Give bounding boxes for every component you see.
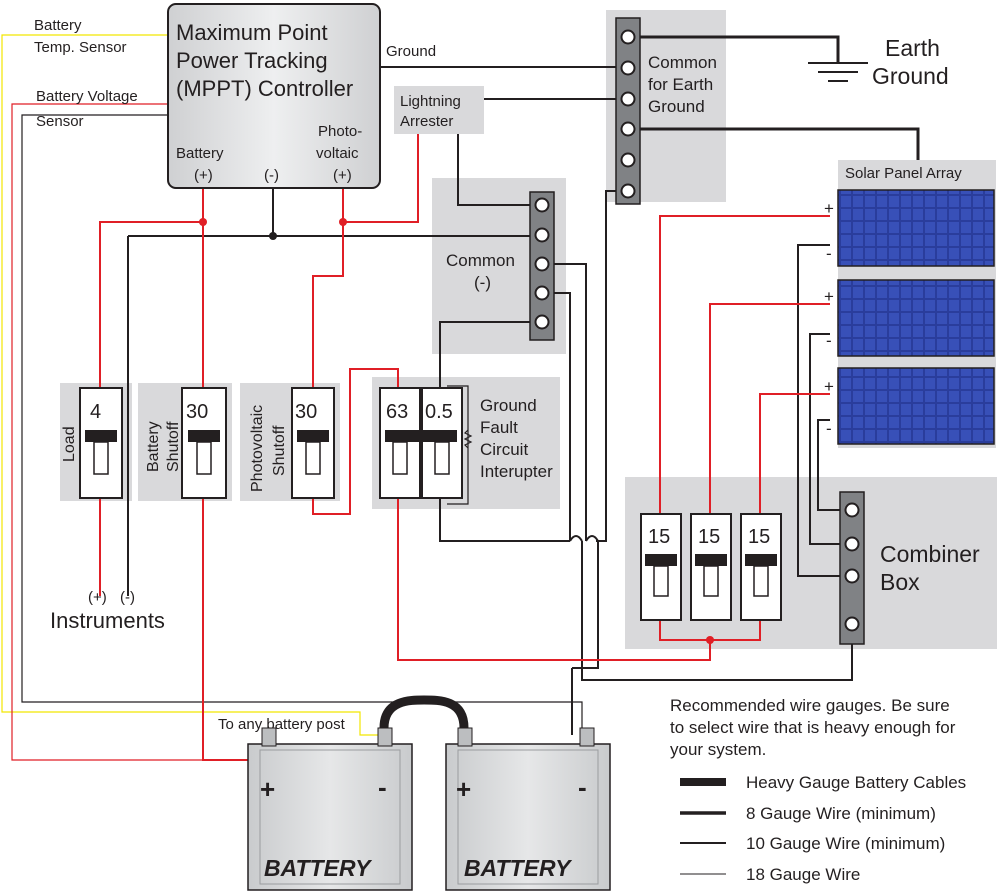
combiner-breaker-2-rating: 15 [698, 526, 720, 548]
legend-item-10-gauge: 10 Gauge Wire (minimum) [746, 834, 945, 853]
panel-2-plus: + [824, 287, 834, 306]
red-wires [99, 134, 830, 761]
instruments-plus: (+) [88, 589, 107, 606]
panel-1-minus: - [826, 244, 832, 263]
combiner-breaker-1-rating: 15 [648, 526, 670, 548]
battery-left-plus: + [260, 774, 275, 804]
negative-common-bus: Common (-) [446, 191, 555, 341]
battery-right-label: BATTERY [464, 855, 573, 881]
gfci-label-2: Fault [480, 418, 518, 437]
gfci-main-rating: 63 [386, 401, 408, 423]
mppt-controller: Maximum Point Power Tracking (MPPT) Cont… [167, 3, 381, 189]
load-breaker-rating: 4 [90, 401, 101, 423]
combiner-breakers: 15 15 15 [640, 513, 782, 621]
earth-ground-label-2: Ground [872, 63, 949, 89]
combiner-box-label-1: Combiner [880, 541, 980, 567]
instruments-label: Instruments [50, 608, 165, 633]
panel-2-minus: - [826, 331, 832, 350]
solar-panel-array: Solar Panel Array + - + - + - [824, 165, 995, 445]
combiner-box-label-2: Box [880, 569, 920, 595]
pv-shutoff-rating: 30 [295, 401, 317, 423]
voltage-sensor-label-2: Sensor [36, 113, 84, 130]
battery-right-minus: - [578, 772, 587, 802]
battery-left-label: BATTERY [264, 855, 373, 881]
gfci-label-3: Circuit [480, 440, 528, 459]
gfci-small-rating: 0.5 [425, 401, 453, 423]
legend-note-3: your system. [670, 740, 766, 759]
legend-item-8-gauge: 8 Gauge Wire (minimum) [746, 804, 936, 823]
mppt-pv-line-2: voltaic [316, 145, 359, 162]
ground-wire-label: Ground [386, 43, 436, 60]
junction-dots [199, 218, 714, 644]
earth-common-label-3: Ground [648, 97, 705, 116]
mppt-title-line-2: Power Tracking [176, 48, 328, 73]
battery-left: + - BATTERY [247, 727, 413, 891]
panel-3-minus: - [826, 419, 832, 438]
negative-common-label-2: (-) [474, 273, 491, 292]
battery-shutoff-breaker: 30 Battery Shutoff [145, 387, 227, 499]
panel-1-plus: + [824, 199, 834, 218]
temp-sensor-label-2: Temp. Sensor [34, 39, 127, 56]
battery-shutoff-rating: 30 [186, 401, 208, 423]
lightning-arrester-label-1: Lightning [400, 93, 461, 110]
battery-shutoff-label-2: Shutoff [165, 421, 182, 472]
load-breaker: 4 Load [61, 387, 123, 499]
legend-note-1: Recommended wire gauges. Be sure [670, 696, 950, 715]
solar-array-title: Solar Panel Array [845, 165, 962, 182]
sensor-wires [1, 34, 583, 761]
pv-shutoff-label-1: Photovoltaic [249, 405, 266, 492]
combiner-bus: Combiner Box [839, 491, 980, 645]
earth-ground-label-1: Earth [885, 35, 940, 61]
pv-shutoff-breaker: 30 Photovoltaic Shutoff [249, 387, 335, 499]
gfci-label-1: Ground [480, 396, 537, 415]
battery-jumper-cable [379, 695, 469, 735]
legend-item-heavy: Heavy Gauge Battery Cables [746, 773, 966, 792]
earth-ground-icon [808, 62, 868, 82]
battery-left-minus: - [378, 772, 387, 802]
wire-gauge-legend: Recommended wire gauges. Be sure to sele… [670, 696, 966, 884]
mppt-battery-plus: (+) [194, 167, 213, 184]
negative-common-label-1: Common [446, 251, 515, 270]
mppt-title-line-3: (MPPT) Controller [176, 76, 353, 101]
gfci-breaker: 63 0.5 Ground Fault Circuit Interupter [379, 385, 553, 505]
earth-common-bus: Common for Earth Ground [615, 17, 717, 205]
mppt-title-line-1: Maximum Point [176, 20, 328, 45]
battery-right: + - BATTERY [445, 727, 611, 891]
combiner-breaker-3-rating: 15 [748, 526, 770, 548]
instruments-minus: (-) [120, 589, 135, 606]
earth-common-label-2: for Earth [648, 75, 713, 94]
mppt-pv-plus: (+) [333, 167, 352, 184]
mppt-pv-line-1: Photo- [318, 123, 362, 140]
battery-right-plus: + [456, 774, 471, 804]
gfci-label-4: Interupter [480, 462, 553, 481]
temp-sensor-label-1: Battery [34, 17, 82, 34]
mppt-battery-label: Battery [176, 145, 224, 162]
legend-note-2: to select wire that is heavy enough for [670, 718, 956, 737]
lightning-arrester-label-2: Arrester [400, 113, 453, 130]
earth-common-label-1: Common [648, 53, 717, 72]
battery-shutoff-label-1: Battery [145, 421, 162, 472]
load-breaker-label: Load [61, 426, 78, 462]
voltage-sensor-label-1: Battery Voltage [36, 88, 138, 105]
black-wires [127, 35, 920, 735]
mppt-minus: (-) [264, 167, 279, 184]
legend-item-18-gauge: 18 Gauge Wire [746, 865, 860, 884]
panel-3-plus: + [824, 377, 834, 396]
pv-shutoff-label-2: Shutoff [271, 425, 288, 476]
battery-post-note: To any battery post [218, 716, 346, 733]
